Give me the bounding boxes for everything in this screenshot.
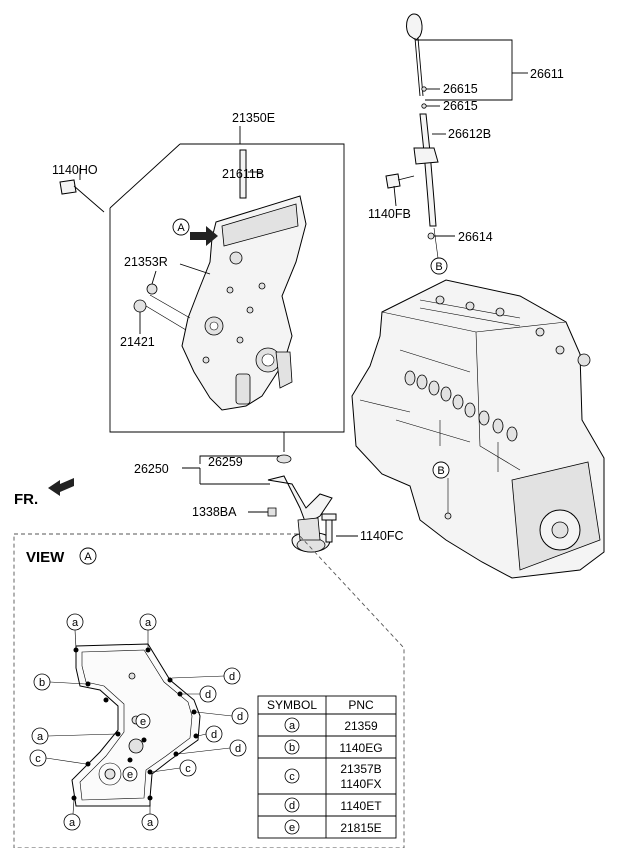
label-26611: 26611 xyxy=(530,67,564,81)
svg-text:b: b xyxy=(39,677,45,689)
svg-text:d: d xyxy=(211,729,217,741)
view-marker-a3: a xyxy=(31,727,49,745)
view-marker-d1: d xyxy=(223,667,241,685)
view-marker-c1: c xyxy=(29,749,47,767)
view-marker-a5: a xyxy=(141,813,159,831)
label-26612b: 26612B xyxy=(448,127,491,141)
label-1140fc: 1140FC xyxy=(360,529,404,543)
view-marker-d2: d xyxy=(199,685,217,703)
svg-text:FR.: FR. xyxy=(14,491,38,508)
timing-cover-part xyxy=(59,149,307,411)
engine-block xyxy=(351,279,605,579)
svg-text:B: B xyxy=(437,465,444,477)
svg-text:A: A xyxy=(84,551,92,563)
svg-text:a: a xyxy=(72,617,79,629)
table-header-symbol: SYMBOL xyxy=(267,698,317,712)
svg-text:1140ET: 1140ET xyxy=(340,799,382,813)
label-1140fb: 1140FB xyxy=(368,207,411,221)
table-row: b 1140EG xyxy=(284,739,383,755)
svg-text:b: b xyxy=(289,742,295,754)
view-marker-c2: c xyxy=(179,759,197,777)
label-1338ba: 1338BA xyxy=(192,505,237,519)
front-indicator: FR. xyxy=(14,478,74,508)
view-marker-d4: d xyxy=(205,725,223,743)
symbol-pnc-table: SYMBOL PNC a 21359 b 1140EG c 21357B 114… xyxy=(257,695,397,839)
svg-text:d: d xyxy=(205,689,211,701)
svg-text:21815E: 21815E xyxy=(340,821,381,835)
view-a-cover-drawing xyxy=(45,629,233,815)
view-a-title: VIEW A xyxy=(26,547,97,566)
svg-text:a: a xyxy=(289,720,296,732)
svg-text:c: c xyxy=(185,763,191,775)
svg-text:a: a xyxy=(147,817,154,829)
label-26615-lower: 26615 xyxy=(443,99,478,113)
svg-text:d: d xyxy=(289,800,295,812)
svg-text:e: e xyxy=(140,716,146,728)
svg-text:B: B xyxy=(435,261,442,273)
timing-cover-box xyxy=(109,126,345,433)
label-1140ho: 1140HO xyxy=(52,163,98,177)
view-marker-a1: a xyxy=(66,613,84,631)
svg-text:a: a xyxy=(37,731,44,743)
svg-text:a: a xyxy=(69,817,76,829)
label-26250: 26250 xyxy=(134,462,169,476)
view-marker-d3: d xyxy=(231,707,249,725)
svg-text:e: e xyxy=(127,769,133,781)
marker-b-engine: B xyxy=(432,461,450,479)
view-marker-d5: d xyxy=(229,739,247,757)
svg-text:d: d xyxy=(237,711,243,723)
svg-text:VIEW: VIEW xyxy=(26,549,65,566)
svg-text:c: c xyxy=(35,753,41,765)
view-marker-b1: b xyxy=(33,673,51,691)
svg-text:1140EG: 1140EG xyxy=(339,741,382,755)
dipstick-assembly xyxy=(385,13,528,259)
label-26259: 26259 xyxy=(208,455,243,469)
label-21611b: 21611B xyxy=(222,167,264,181)
view-marker-a4: a xyxy=(63,813,81,831)
table-row: e 21815E xyxy=(284,819,382,835)
svg-text:1140FX: 1140FX xyxy=(340,777,381,791)
label-21353r: 21353R xyxy=(124,255,168,269)
table-header-pnc: PNC xyxy=(348,698,374,712)
view-marker-a2: a xyxy=(139,613,157,631)
svg-text:a: a xyxy=(145,617,152,629)
label-21350e: 21350E xyxy=(232,111,275,125)
svg-text:21359: 21359 xyxy=(344,719,378,733)
label-21421: 21421 xyxy=(120,335,155,349)
svg-text:d: d xyxy=(235,743,241,755)
marker-view-a: A xyxy=(172,218,218,246)
svg-text:c: c xyxy=(289,771,295,783)
svg-text:e: e xyxy=(289,822,295,834)
marker-b-top: B xyxy=(430,257,448,275)
label-26614: 26614 xyxy=(458,230,493,244)
svg-text:A: A xyxy=(177,222,185,234)
view-marker-e1: e xyxy=(135,713,151,729)
view-a-box xyxy=(13,533,405,848)
svg-text:d: d xyxy=(229,671,235,683)
table-row: a 21359 xyxy=(284,717,378,733)
svg-text:21357B: 21357B xyxy=(340,762,381,776)
label-26615-upper: 26615 xyxy=(443,82,478,96)
table-row: d 1140ET xyxy=(284,797,382,813)
table-row: c 21357B 1140FX xyxy=(284,762,382,791)
view-marker-e2: e xyxy=(122,766,138,782)
